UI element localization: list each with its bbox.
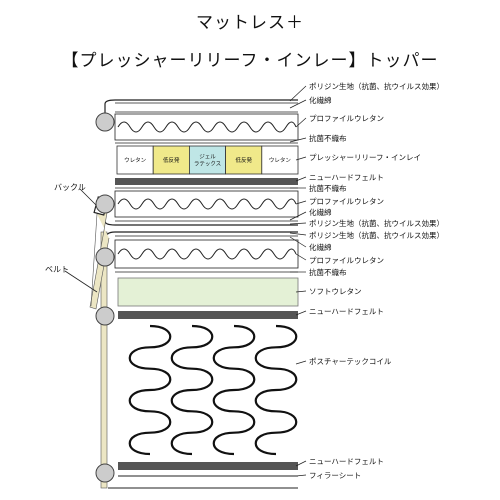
new-hard-felt-layer <box>115 178 298 185</box>
edge-circles <box>95 112 115 483</box>
edge-circle <box>95 247 115 267</box>
inlay-cell <box>261 145 299 175</box>
layer-label: ニューハードフェルト <box>309 173 384 182</box>
side-labels: バックル ベルト <box>45 183 98 293</box>
layer-labels: ポリジン生地（抗菌、抗ウイルス効果）化繊綿プロファイルウレタン抗菌不織布プレッシ… <box>289 81 444 480</box>
layer-label: 化繊綿 <box>309 95 332 105</box>
layer-leader-line <box>295 117 307 128</box>
topper-cover-outline <box>104 99 298 118</box>
buckle-leader <box>79 188 97 206</box>
layer-leader-line <box>295 253 307 261</box>
layer-leader-line <box>295 310 307 316</box>
layer-label: ニューハードフェルト <box>309 457 384 466</box>
profile-urethane-layer-2 <box>114 190 299 218</box>
layer-label: 抗菌不織布 <box>309 267 347 277</box>
layer-label: ポリジン生地（抗菌、抗ウイルス効果） <box>309 230 444 240</box>
layer-label: ソフトウレタン <box>309 287 362 296</box>
layer-label: プレッシャーリリーフ・インレイ <box>309 153 421 162</box>
mattress-profile-wave <box>117 248 297 260</box>
profile-urethane-wave <box>117 121 297 133</box>
layer-leader-line <box>295 474 307 477</box>
mattress-profile-urethane <box>114 239 299 269</box>
mattress <box>104 231 299 489</box>
inlay-cell <box>152 145 190 175</box>
inlay-cell <box>225 145 263 175</box>
layer-leader-line <box>289 222 307 225</box>
edge-circle <box>95 112 115 132</box>
layer-leader-line <box>295 156 307 161</box>
layer-leader-line <box>289 232 307 236</box>
layer-label: ポリジン生地（抗菌、抗ウイルス効果） <box>309 81 444 91</box>
layer-label: フィラーシート <box>309 471 361 480</box>
mattress-felt-top <box>118 311 298 319</box>
layer-label: 抗菌不織布 <box>309 133 347 143</box>
profile-urethane-layer <box>114 113 299 141</box>
layer-leader-line <box>295 290 307 293</box>
layer-leader-line <box>289 211 307 221</box>
mattress-felt-bottom <box>118 462 298 470</box>
belt-edge <box>90 213 98 307</box>
inlay-cell-label: 低反発 <box>235 156 252 164</box>
layer-leader-line <box>295 176 307 182</box>
layer-label: 化繊綿 <box>309 242 332 252</box>
layer-leader-line <box>289 236 307 248</box>
inlay-cell-label: 低反発 <box>163 156 180 164</box>
inlay-cell <box>116 145 154 175</box>
inlay-cell-label: ウレタン <box>124 156 147 164</box>
layer-leader-line <box>289 137 307 143</box>
layer-label: ポリジン生地（抗菌、抗ウイルス効果） <box>309 218 444 228</box>
belt-label: ベルト <box>45 265 69 274</box>
layer-label: プロファイルウレタン <box>309 256 384 265</box>
diagram-title-line2: 【プレッシャーリリーフ・インレー】トッパー <box>61 51 439 71</box>
layer-label: ニューハードフェルト <box>309 307 384 316</box>
posture-tech-coils <box>128 324 298 456</box>
edge-circle <box>95 194 115 214</box>
profile-urethane-wave-2 <box>117 198 297 210</box>
buckle-label: バックル <box>54 183 86 192</box>
inlay-cell-label: ウレタン <box>269 156 292 164</box>
diagram-title-line1: マットレス＋ <box>196 13 304 33</box>
layer-label: 化繊綿 <box>309 207 332 217</box>
layer-leader-line <box>295 360 307 365</box>
layer-leader-line <box>289 99 307 109</box>
edge-circle <box>95 463 115 483</box>
layer-leader-line <box>289 85 307 102</box>
layer-label: プロファイルウレタン <box>309 197 384 206</box>
layer-label: 抗菌不織布 <box>309 183 347 193</box>
belt-assembly <box>89 196 110 489</box>
belt-leader <box>64 270 98 293</box>
inlay-cell-label: ジェル <box>199 155 216 161</box>
inlay-cell-label: ラテックス <box>194 161 221 168</box>
layer-leader-line <box>295 200 307 205</box>
soft-urethane-layer <box>117 277 299 307</box>
layer-leader-line <box>295 460 307 467</box>
layer-label: プロファイルウレタン <box>309 114 384 123</box>
layer-label: ポスチャーテックコイル <box>309 357 392 366</box>
edge-circle <box>95 306 115 326</box>
